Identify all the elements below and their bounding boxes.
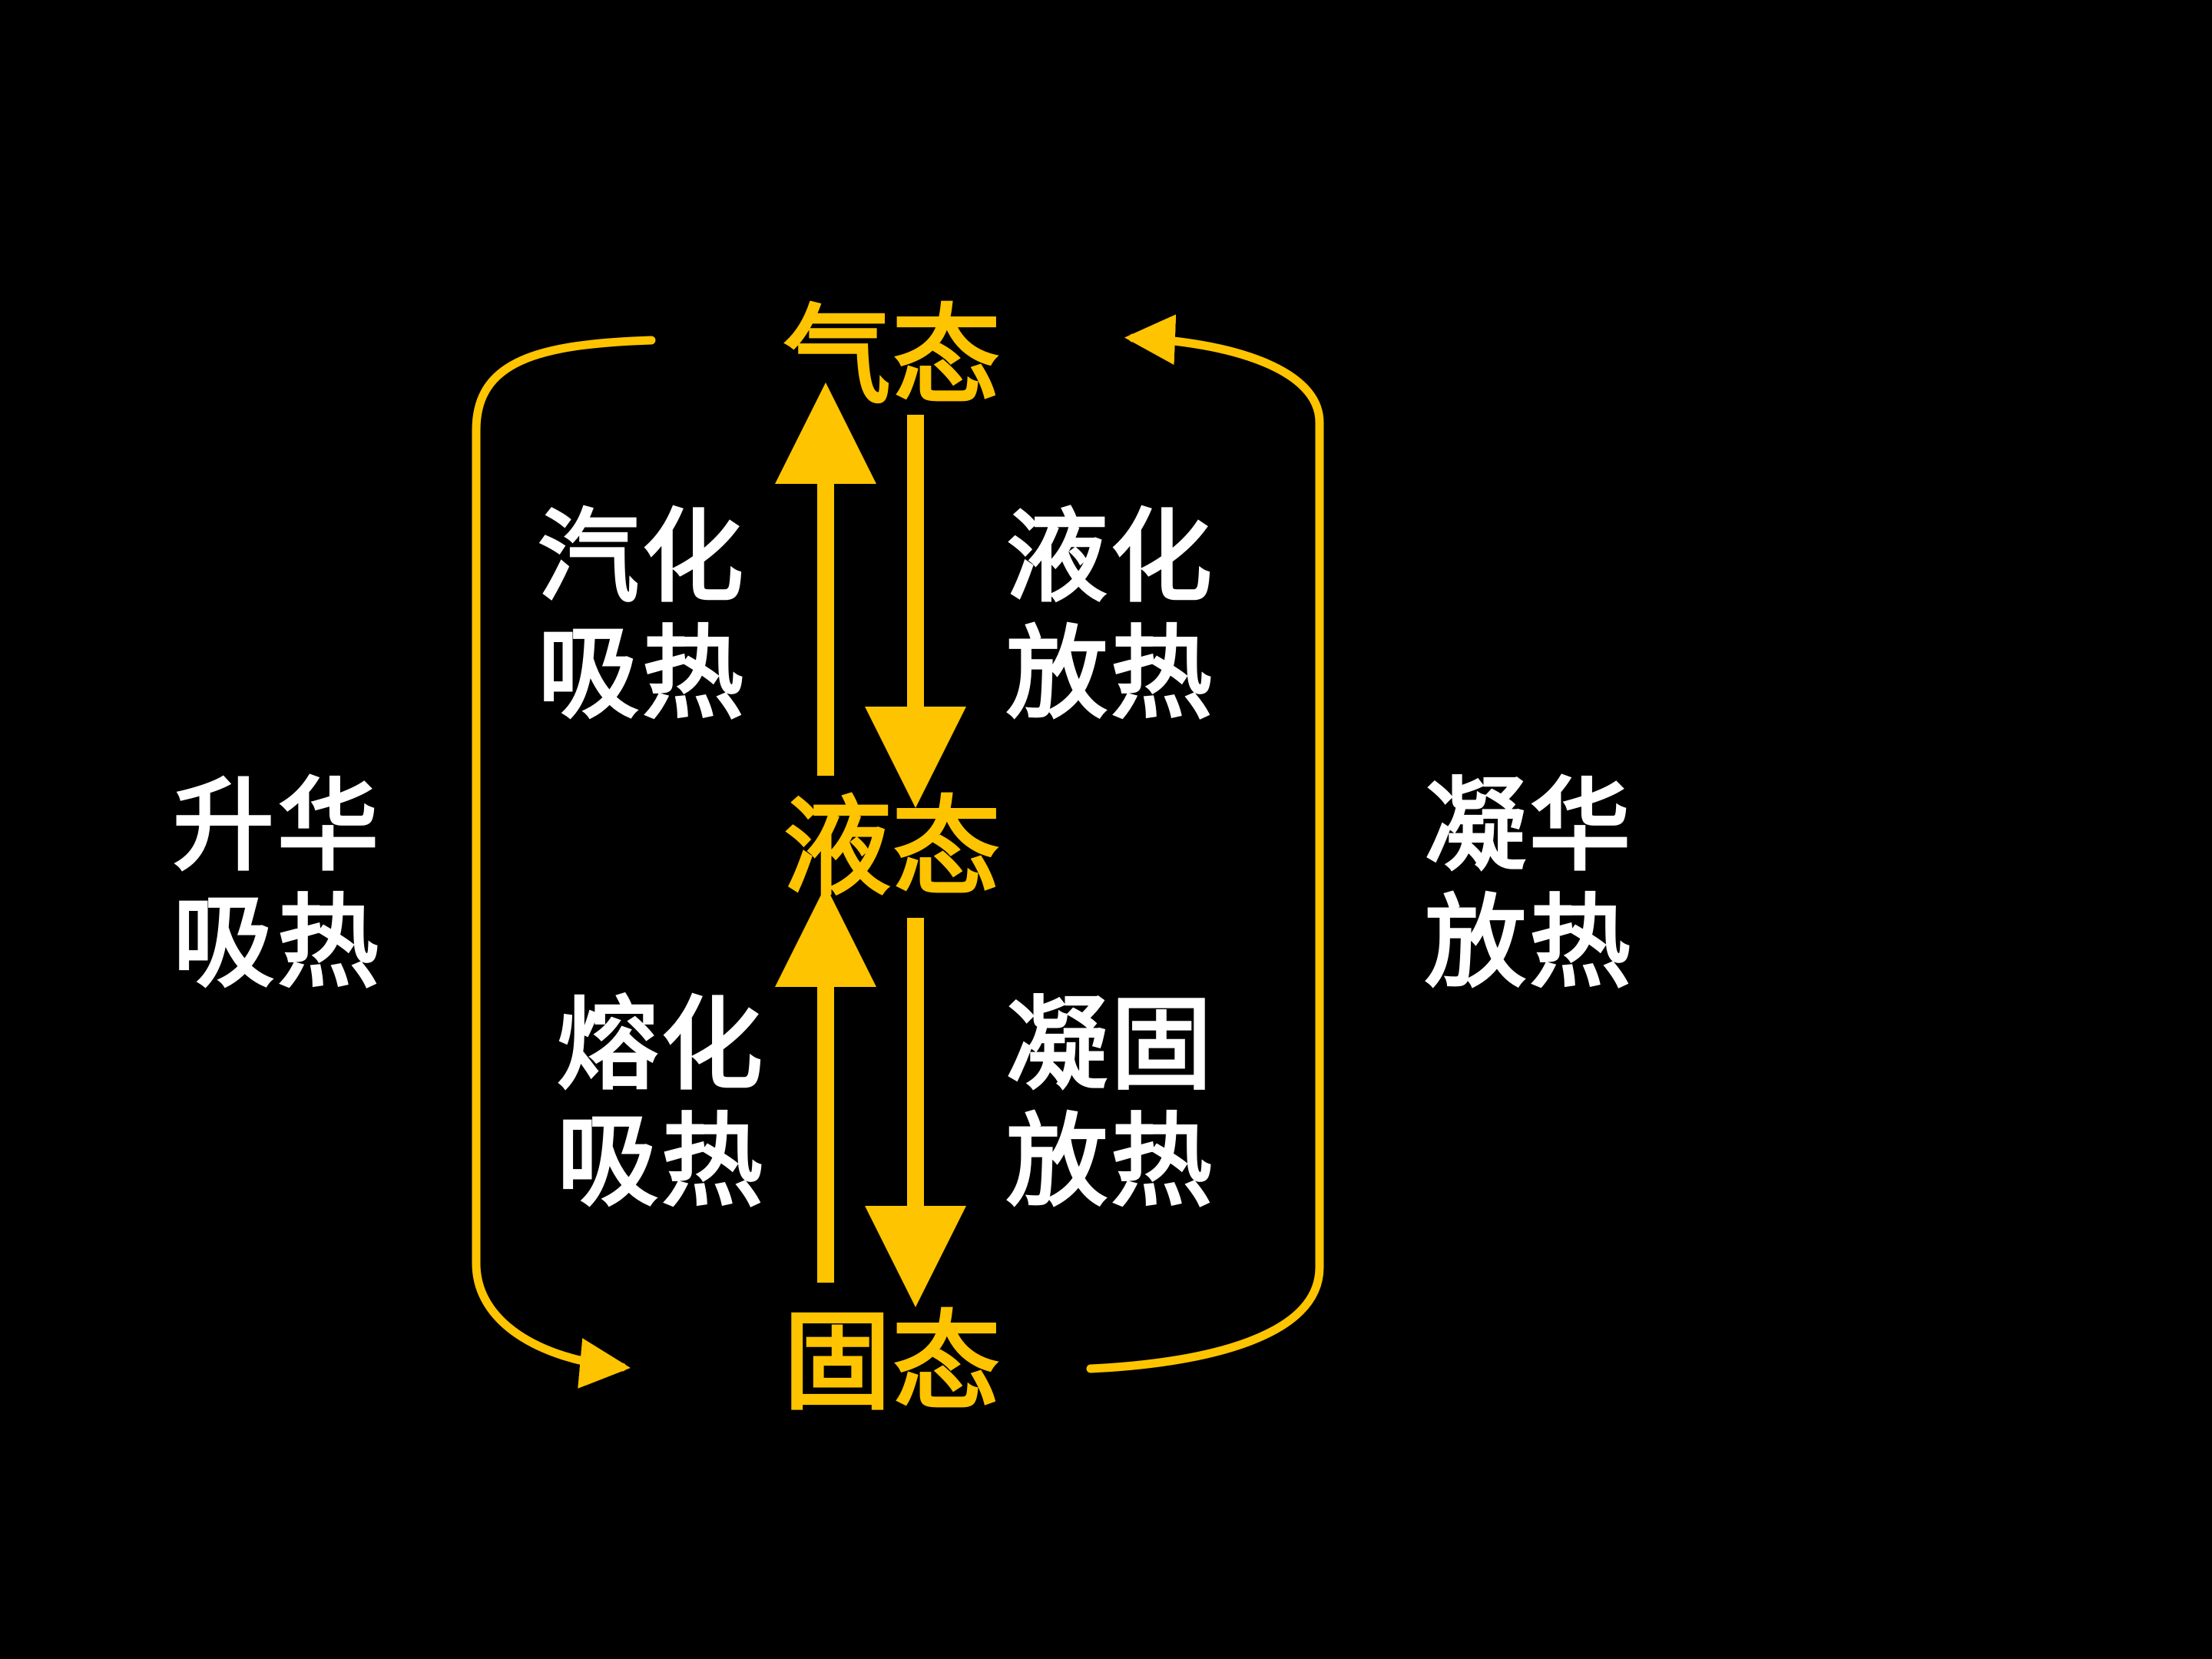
state-solid: 固态: [783, 1300, 1002, 1426]
label-solidification: 凝固 放热: [1006, 987, 1215, 1220]
state-liquid: 液态: [783, 786, 1002, 911]
label-vaporization: 汽化 吸热: [538, 499, 747, 733]
deposition-heat: 放热: [1425, 883, 1634, 1002]
sublimation-name: 升华: [173, 767, 382, 886]
melting-name: 熔化: [557, 985, 766, 1104]
state-gas: 气态: [783, 294, 1002, 419]
label-sublimation: 升华 吸热: [173, 768, 382, 1002]
liquefaction-name: 液化: [1006, 498, 1215, 617]
arrow-sublimation: [472, 336, 656, 1389]
label-liquefaction: 液化 放热: [1006, 499, 1215, 733]
liquefaction-heat: 放热: [1006, 614, 1215, 733]
vaporization-name: 汽化: [538, 498, 747, 617]
solidification-heat: 放热: [1006, 1102, 1215, 1221]
deposition-name: 凝华: [1425, 767, 1634, 886]
label-deposition: 凝华 放热: [1425, 768, 1634, 1002]
sublimation-heat: 吸热: [173, 883, 382, 1002]
melting-heat: 吸热: [557, 1102, 766, 1221]
solidification-name: 凝固: [1006, 985, 1215, 1104]
arrow-deposition: [1086, 314, 1324, 1373]
label-melting: 熔化 吸热: [557, 987, 766, 1220]
vaporization-heat: 吸热: [538, 614, 747, 733]
